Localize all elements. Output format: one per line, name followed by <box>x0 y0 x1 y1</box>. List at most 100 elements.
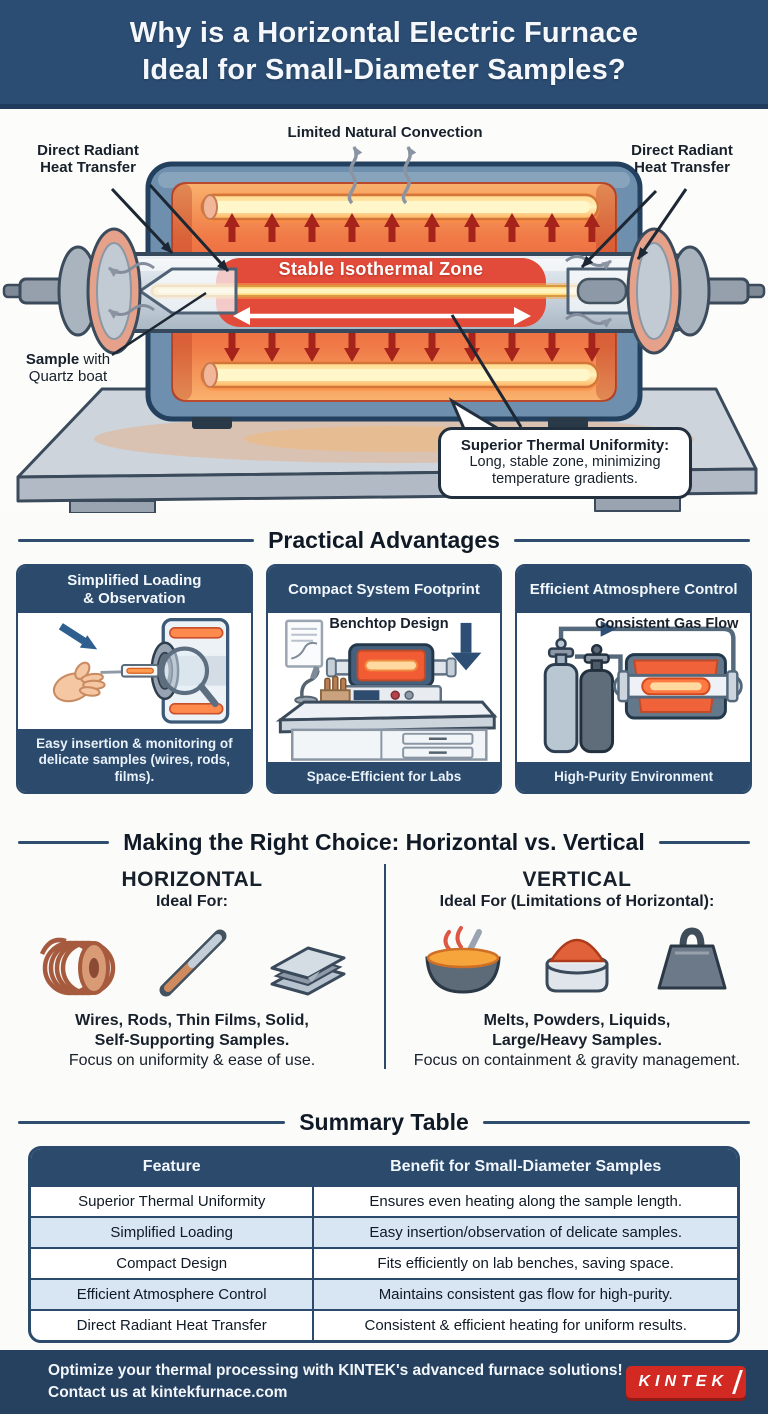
divider-line <box>18 841 110 844</box>
table-row: Compact Design Fits efficiently on lab b… <box>31 1247 737 1279</box>
benefit-cell: Easy insertion/observation of delicate s… <box>312 1216 737 1248</box>
table-row: Direct Radiant Heat Transfer Consistent … <box>31 1309 737 1340</box>
summary-title: Summary Table <box>299 1109 469 1135</box>
hand <box>52 661 106 703</box>
advantage-card-atmosphere: Efficient Atmosphere Control Consistent … <box>515 564 753 794</box>
page-title: Why is a Horizontal Electric Furnace Ide… <box>129 17 639 86</box>
test-tube-rack-icon <box>319 675 351 703</box>
advantages-title: Practical Advantages <box>268 527 500 553</box>
logo-slash <box>732 1370 743 1394</box>
sample-boat <box>120 663 160 678</box>
summary-table: Feature Benefit for Small-Diameter Sampl… <box>28 1146 740 1343</box>
divider-line <box>482 1121 750 1124</box>
flange-right <box>626 227 766 355</box>
footer-gap <box>0 1345 768 1350</box>
insert-arrow-icon <box>58 623 98 650</box>
heating-element-bottom <box>200 361 600 391</box>
feature-cell: Superior Thermal Uniformity <box>31 1185 314 1217</box>
feature-cell: Compact Design <box>31 1247 314 1279</box>
footer-bar: Optimize your thermal processing with KI… <box>0 1350 768 1414</box>
card-footer: Space-Efficient for Labs <box>267 761 501 792</box>
label-isothermal-zone: Stable Isothermal Zone <box>278 259 484 279</box>
gas-flow-label: Consistent Gas Flow <box>594 616 739 632</box>
divider-line <box>18 539 255 542</box>
vertical-focus-text: Focus on containment & gravity managemen… <box>413 1052 741 1070</box>
table-header-row: Feature Benefit for Small-Diameter Sampl… <box>31 1149 737 1186</box>
benefit-cell: Consistent & efficient heating for unifo… <box>312 1309 737 1340</box>
powder-icon <box>545 938 609 993</box>
practical-advantages-section: Practical Advantages Simplified Loading … <box>0 527 768 815</box>
wall-chart <box>284 619 323 668</box>
col-feature: Feature <box>31 1149 314 1186</box>
sample-rod <box>150 283 648 299</box>
card-footer: High-Purity Environment <box>517 761 751 792</box>
footer-website: kintekfurnace.com <box>150 1384 288 1401</box>
divider-line <box>18 1121 286 1124</box>
label-limited-convection: Limited Natural Convection <box>287 124 483 141</box>
loading-illustration <box>18 613 251 729</box>
label-sample-rest: with Quartz boat <box>28 351 111 386</box>
card-header: Simplified Loading & Observation <box>18 566 251 613</box>
feature-cell: Efficient Atmosphere Control <box>31 1278 314 1310</box>
gas-cylinder-left <box>544 638 579 754</box>
col-benefit: Benefit for Small-Diameter Samples <box>312 1149 737 1186</box>
benchtop-furnace <box>325 643 457 706</box>
advantage-card-compact: Compact System Footprint Benchtop Design <box>265 564 503 794</box>
callout-thermal-uniformity: Superior Thermal Uniformity: Long, stabl… <box>438 427 692 499</box>
benefit-cell: Fits efficiently on lab benches, saving … <box>312 1247 737 1279</box>
choice-header: Making the Right Choice: Horizontal vs. … <box>0 829 768 856</box>
label-direct-radiant-left: Direct Radiant Heat Transfer <box>37 142 139 177</box>
benefit-cell: Maintains consistent gas flow for high-p… <box>312 1278 737 1310</box>
choice-section: Making the Right Choice: Horizontal vs. … <box>0 829 768 1099</box>
vertical-samples-text: Melts, Powders, Liquids, Large/Heavy Sam… <box>483 1012 671 1049</box>
summary-header: Summary Table <box>0 1109 768 1136</box>
divider-line <box>513 539 750 542</box>
vertical-title: VERTICAL <box>522 868 632 891</box>
card-header: Compact System Footprint <box>267 566 501 613</box>
horizontal-column: HORIZONTAL Ideal For: <box>0 864 384 1069</box>
label-sample-bold: Sample <box>25 351 80 368</box>
down-arrow-icon <box>450 622 482 671</box>
gas-flow-arrow <box>601 620 617 637</box>
horizontal-title: HORIZONTAL <box>121 868 263 891</box>
feature-cell: Simplified Loading <box>31 1216 314 1248</box>
divider-line <box>658 841 751 844</box>
footer-contact-prefix: Contact us at <box>48 1384 151 1401</box>
crucible-melt-icon <box>425 926 501 994</box>
convection-arrows <box>347 146 417 205</box>
vertical-subtitle: Ideal For (Limitations of Horizontal): <box>439 893 715 910</box>
benchtop-design-label: Benchtop Design <box>329 616 449 632</box>
rod-icon <box>159 929 227 997</box>
heating-element-top <box>200 193 600 223</box>
weight-icon <box>657 927 727 990</box>
gas-flow-illustration: Consistent Gas Flow <box>517 613 751 762</box>
table-row: Simplified Loading Easy insertion/observ… <box>31 1216 737 1248</box>
kintek-logo: KINTEK <box>626 1366 746 1398</box>
gas-cylinder-right <box>579 643 615 754</box>
summary-section: Summary Table Feature Benefit for Small-… <box>0 1109 768 1345</box>
benefit-cell: Ensures even heating along the sample le… <box>312 1185 737 1217</box>
thin-films-icon <box>270 946 346 996</box>
horizontal-subtitle: Ideal For: <box>155 893 228 910</box>
quartz-boat-left <box>138 267 238 315</box>
microscope-icon <box>293 666 320 705</box>
magnifier-icon <box>160 646 219 708</box>
card-header: Efficient Atmosphere Control <box>517 566 751 613</box>
horizontal-focus-text: Focus on uniformity & ease of use. <box>68 1052 316 1070</box>
callout-title: Superior Thermal Uniformity: <box>460 437 670 454</box>
furnace-diagram-section: Limited Natural Convection Direct Radian… <box>0 109 768 513</box>
annotation-arrows <box>110 183 688 428</box>
card-footer: Easy insertion & monitoring of delicate … <box>18 728 251 792</box>
advantages-header: Practical Advantages <box>0 527 768 554</box>
table-row: Efficient Atmosphere Control Maintains c… <box>31 1278 737 1310</box>
feature-cell: Direct Radiant Heat Transfer <box>31 1309 314 1340</box>
advantage-card-loading: Simplified Loading & Observation <box>16 564 253 794</box>
flange-left <box>2 227 142 355</box>
title-bar: Why is a Horizontal Electric Furnace Ide… <box>0 0 768 109</box>
label-direct-radiant-right: Direct Radiant Heat Transfer <box>631 142 733 177</box>
callout-body: Long, stable zone, minimizing temperatur… <box>469 454 661 488</box>
horizontal-samples-text: Wires, Rods, Thin Films, Solid, Self-Sup… <box>75 1012 309 1049</box>
wire-coil-icon <box>39 937 116 996</box>
zone-span-arrow <box>233 307 531 325</box>
choice-title: Making the Right Choice: Horizontal vs. … <box>123 829 645 855</box>
